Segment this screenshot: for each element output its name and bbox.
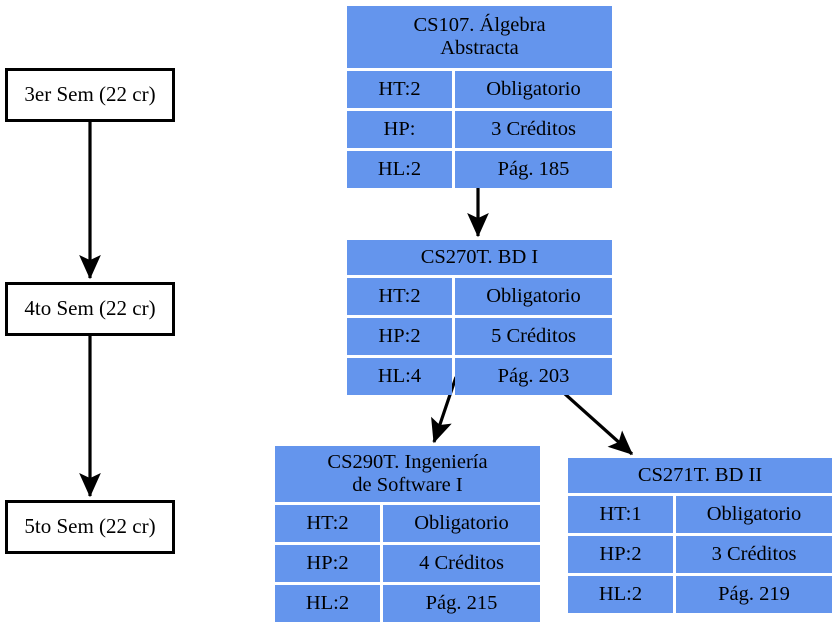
course-hours-cell: HP:2	[347, 318, 452, 355]
course-info-cell: Obligatorio	[676, 496, 832, 533]
course-hours-cell: HL:4	[347, 358, 452, 395]
semester-box[interactable]: 5to Sem (22 cr)	[5, 500, 175, 554]
course-hours-cell: HP:2	[568, 536, 673, 573]
course-info-cell: Pág. 185	[455, 151, 612, 188]
course-info-cell: Pág. 215	[383, 585, 540, 622]
course-title: CS290T. Ingeniería de Software I	[275, 446, 540, 502]
course-hours-cell: HP:	[347, 111, 452, 148]
course-info-cell: Pág. 203	[455, 358, 612, 395]
semester-box[interactable]: 3er Sem (22 cr)	[5, 68, 175, 122]
course-info-cell: 3 Créditos	[676, 536, 832, 573]
course-hours-cell: HL:2	[568, 576, 673, 613]
course-title: CS107. Álgebra Abstracta	[347, 6, 612, 68]
course-hours-cell: HP:2	[275, 545, 380, 582]
course-hours-cell: HT:1	[568, 496, 673, 533]
course-title: CS270T. BD I	[347, 240, 612, 275]
course-title: CS271T. BD II	[568, 458, 832, 493]
course-info-cell: Obligatorio	[383, 505, 540, 542]
course-hours-cell: HL:2	[347, 151, 452, 188]
course-detail-row: HP:3 Créditos	[347, 111, 612, 148]
course-hours-cell: HT:2	[347, 71, 452, 108]
course-info-cell: 3 Créditos	[455, 111, 612, 148]
course-hours-cell: HT:2	[275, 505, 380, 542]
course-info-cell: Obligatorio	[455, 278, 612, 315]
course-hours-cell: HL:2	[275, 585, 380, 622]
semester-box[interactable]: 4to Sem (22 cr)	[5, 282, 175, 336]
course-info-cell: Pág. 219	[676, 576, 832, 613]
course-info-cell: Obligatorio	[455, 71, 612, 108]
course-hours-cell: HT:2	[347, 278, 452, 315]
course-info-cell: 4 Créditos	[383, 545, 540, 582]
course-info-cell: 5 Créditos	[455, 318, 612, 355]
